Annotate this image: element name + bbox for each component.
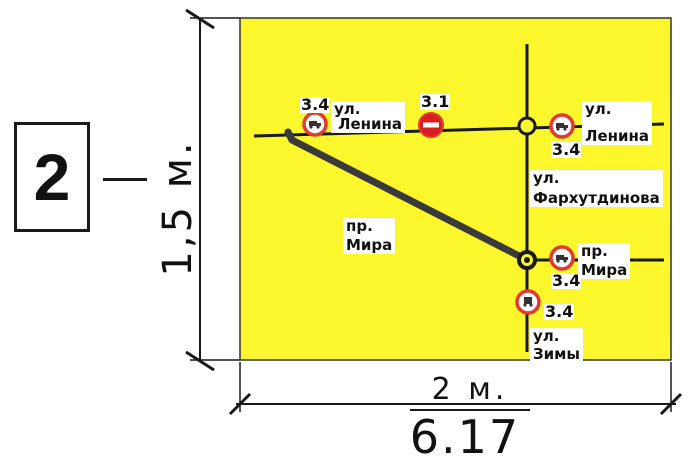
street-label-line1: ул. xyxy=(334,100,361,118)
street-label-zimy: ул. Зимы xyxy=(530,328,583,363)
street-label-line1: ул. xyxy=(533,327,560,345)
no-trucks-sign-icon xyxy=(515,289,541,315)
sign-code-no-trucks-mira-right: 3.4 xyxy=(551,271,582,290)
street-label-line2: Зимы xyxy=(533,345,580,363)
street-label-mira-right: пр. Мира xyxy=(578,242,631,279)
height-tick-bottom xyxy=(185,350,215,372)
width-tick-right xyxy=(659,392,683,416)
no-trucks-sign-icon xyxy=(549,113,575,139)
street-label-line1: пр. xyxy=(581,242,608,260)
street-label-line2: Ленина xyxy=(338,115,402,133)
mira-main-road xyxy=(284,128,531,264)
sign-code-label: 6.17 xyxy=(409,410,521,464)
sign-code-no-trucks-lenina-right: 3.4 xyxy=(551,140,582,159)
street-label-line2: Мира xyxy=(581,261,628,279)
sign-number-box: 2 xyxy=(14,122,90,232)
street-label-line1: ул. xyxy=(585,100,612,118)
sign-code-no-entry: 3.1 xyxy=(420,92,451,111)
street-label-lenina-left: ул. Ленина xyxy=(331,101,405,133)
sign-number: 2 xyxy=(33,140,71,214)
street-label-line2: Ленина xyxy=(585,127,649,145)
dash-separator xyxy=(103,178,147,181)
street-label-mira-center: пр. Мира xyxy=(343,217,396,254)
height-tick-top xyxy=(185,8,215,30)
width-tick-left xyxy=(228,392,252,416)
street-label-line1: ул. xyxy=(533,169,560,187)
street-label-farkhutdinova: ул. Фархутдинова xyxy=(530,170,663,207)
street-label-line2: Мира xyxy=(346,236,393,254)
street-label-line1: пр. xyxy=(346,217,373,235)
no-entry-sign-icon xyxy=(418,112,444,138)
sign-code-no-trucks-bottom: 3.4 xyxy=(544,302,575,321)
sign-code-no-trucks-left: 3.4 xyxy=(300,95,331,114)
no-trucks-sign-icon xyxy=(302,111,328,137)
no-trucks-sign-icon xyxy=(549,245,575,271)
intersection-mira-inner xyxy=(524,257,530,263)
street-label-line2: Фархутдинова xyxy=(533,189,660,207)
intersection-lenina-farkhutdinova xyxy=(517,116,537,136)
street-label-lenina-right: ул. Ленина xyxy=(582,101,652,145)
width-dimension-label: 2 м. xyxy=(410,372,530,411)
height-dimension-label: 1,5 м. xyxy=(155,139,201,277)
